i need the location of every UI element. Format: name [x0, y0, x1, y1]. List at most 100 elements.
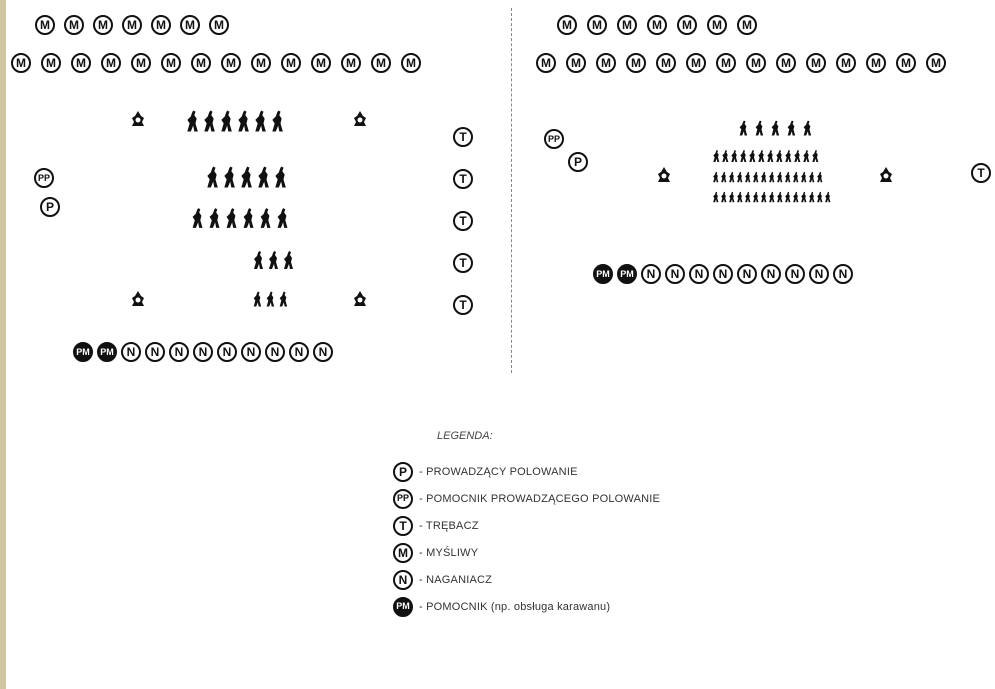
hunter-symbol: M: [776, 53, 796, 73]
legend-symbol: T: [393, 516, 413, 536]
bugle-icon: [878, 166, 894, 189]
hunter-symbol: M: [311, 53, 331, 73]
game-animals-row: [738, 117, 818, 139]
game-animal-icon: [770, 117, 780, 139]
helper-symbol: PM: [73, 342, 93, 362]
game-animal-icon: [202, 108, 216, 134]
hunter-symbol: M: [656, 53, 676, 73]
game-animal-icon: [760, 170, 767, 184]
game-animal-icon: [757, 148, 765, 164]
trumpeter-symbol: T: [453, 253, 473, 273]
hunter-symbol: M: [41, 53, 61, 73]
hunter-symbol: M: [11, 53, 31, 73]
trumpeter-symbol: T: [453, 211, 473, 231]
hunter-symbol: M: [566, 53, 586, 73]
scheme-divider: [511, 8, 512, 373]
game-animal-icon: [224, 207, 238, 229]
legend-symbol: PP: [393, 489, 413, 509]
hunter-symbol: M: [281, 53, 301, 73]
game-animal-icon: [775, 148, 783, 164]
trumpeter-symbol: T: [453, 169, 473, 189]
game-animal-icon: [768, 170, 775, 184]
hunter-symbol: M: [131, 53, 151, 73]
helper-symbol: PM: [97, 342, 117, 362]
beater-symbol: N: [713, 264, 733, 284]
legend-symbol: PM: [393, 597, 413, 617]
hunt-leader-assistant-symbol: PP: [34, 168, 54, 188]
game-animal-icon: [222, 165, 236, 189]
game-animal-icon: [712, 148, 720, 164]
game-animal-icon: [275, 207, 289, 229]
beater-symbol: N: [785, 264, 805, 284]
trumpeter-symbol: T: [971, 163, 991, 183]
hunter-symbol: M: [191, 53, 211, 73]
game-animal-icon: [736, 190, 743, 204]
game-animal-icon: [784, 148, 792, 164]
game-animal-icon: [802, 148, 810, 164]
game-animals-row: [252, 250, 297, 270]
game-animal-icon: [800, 170, 807, 184]
game-animal-icon: [808, 190, 815, 204]
hunter-symbol: M: [371, 53, 391, 73]
legend-row: M- MYŚLIWY: [393, 539, 660, 566]
bugle-icon: [352, 110, 368, 133]
game-animal-icon: [252, 250, 264, 270]
left-edge-stripe: [0, 0, 6, 689]
game-animals-row: [252, 290, 291, 308]
beater-symbol: N: [313, 342, 333, 362]
game-animal-icon: [784, 190, 791, 204]
game-animal-icon: [766, 148, 774, 164]
game-animal-icon: [784, 170, 791, 184]
game-animal-icon: [824, 190, 831, 204]
hunter-symbol: M: [221, 53, 241, 73]
game-animal-icon: [728, 190, 735, 204]
legend-row: PM- POMOCNIK (np. obsługa karawanu): [393, 593, 660, 620]
game-animal-icon: [811, 148, 819, 164]
game-animal-icon: [278, 290, 288, 308]
hunter-symbol: M: [71, 53, 91, 73]
hunter-symbol: M: [101, 53, 121, 73]
game-animal-icon: [776, 170, 783, 184]
game-animal-icon: [786, 117, 796, 139]
game-animal-icon: [754, 117, 764, 139]
game-animal-icon: [712, 170, 719, 184]
game-animals-row: [185, 108, 287, 134]
beater-symbol: N: [121, 342, 141, 362]
hunter-symbol: M: [122, 15, 142, 35]
game-animals-row: [712, 148, 820, 164]
hunter-symbol: M: [536, 53, 556, 73]
legend-symbol: N: [393, 570, 413, 590]
game-animal-icon: [720, 170, 727, 184]
hunter-symbol: M: [151, 15, 171, 35]
game-animal-icon: [219, 108, 233, 134]
beater-symbol: N: [641, 264, 661, 284]
helper-symbol: PM: [617, 264, 637, 284]
game-animal-icon: [270, 108, 284, 134]
hunter-symbol: M: [746, 53, 766, 73]
bugle-icon: [130, 290, 146, 313]
game-animal-icon: [252, 290, 262, 308]
game-animal-icon: [816, 170, 823, 184]
hunter-symbol: M: [341, 53, 361, 73]
hunter-symbol: M: [686, 53, 706, 73]
beater-symbol: N: [145, 342, 165, 362]
hunter-symbol: M: [401, 53, 421, 73]
hunter-symbol: M: [737, 15, 757, 35]
beater-symbol: N: [265, 342, 285, 362]
hunter-symbol: M: [557, 15, 577, 35]
game-animal-icon: [739, 148, 747, 164]
game-animal-icon: [241, 207, 255, 229]
hunter-symbol: M: [64, 15, 84, 35]
game-animal-icon: [258, 207, 272, 229]
legend-symbol: M: [393, 543, 413, 563]
game-animal-icon: [760, 190, 767, 204]
beater-symbol: N: [809, 264, 829, 284]
legend-text: - POMOCNIK PROWADZĄCEGO POLOWANIE: [419, 493, 660, 505]
hunter-symbol: M: [617, 15, 637, 35]
hunter-symbol: M: [716, 53, 736, 73]
